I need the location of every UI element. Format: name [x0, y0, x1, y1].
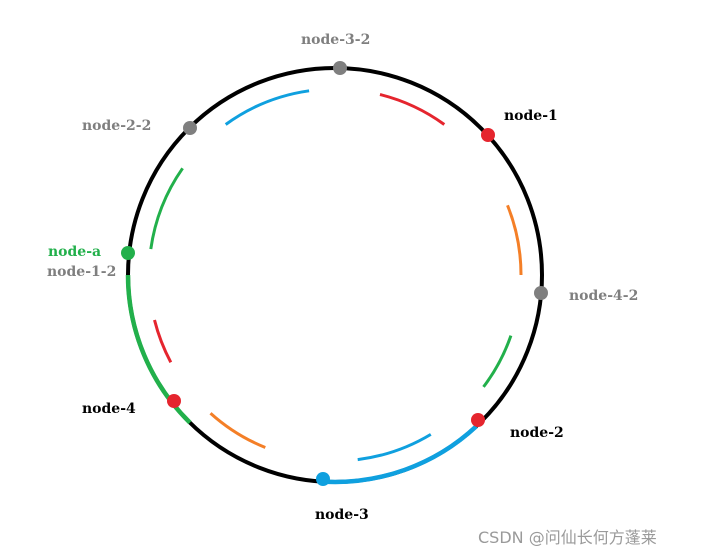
- node-label-node-2-2: node-2-2: [82, 118, 151, 134]
- inner-arc-blue: [357, 433, 432, 462]
- inner-arc-group: [149, 89, 523, 462]
- ring-highlight-blue: [322, 424, 478, 485]
- node-label-node-3-2: node-3-2: [301, 32, 370, 48]
- node-dot-node-4: [167, 394, 181, 408]
- node-label-node-1-2: node-1-2: [47, 264, 116, 280]
- inner-arc-red: [379, 93, 446, 126]
- node-dot-node-2-2: [183, 121, 197, 135]
- node-label-node-4-2: node-4-2: [569, 288, 638, 304]
- watermark-text: CSDN @问仙长何方蓬莱: [478, 528, 657, 547]
- node-dot-node-a: [121, 246, 135, 260]
- node-label-node-4: node-4: [82, 401, 136, 417]
- node-dot-node-4-2: [534, 286, 548, 300]
- node-dot-node-2: [471, 413, 485, 427]
- inner-arc-blue: [224, 89, 310, 126]
- ring-highlight-green: [125, 274, 192, 425]
- node-dot-node-3: [316, 472, 330, 486]
- inner-arc-red: [153, 319, 173, 364]
- node-label-node-3: node-3: [315, 507, 369, 523]
- node-dot-node-1: [481, 128, 495, 142]
- inner-arc-orange: [506, 204, 523, 276]
- node-label-node-1: node-1: [504, 108, 558, 124]
- node-label-node-a: node-a: [48, 244, 101, 260]
- inner-arc-green: [149, 167, 184, 250]
- node-dot-node-3-2: [333, 61, 347, 75]
- inner-arc-orange: [209, 412, 266, 449]
- inner-arc-green: [482, 335, 513, 388]
- highlight-arc-group: [125, 274, 478, 485]
- node-label-node-2: node-2: [510, 425, 564, 441]
